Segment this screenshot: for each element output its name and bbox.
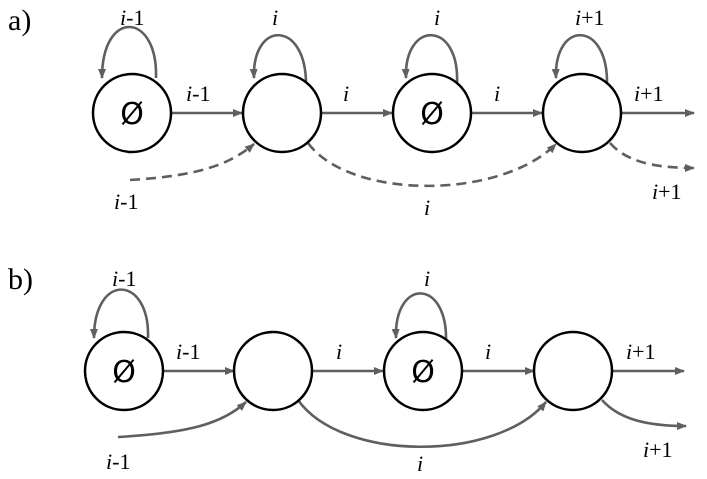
panel-b-skip-label-2: i xyxy=(417,451,423,476)
panel-a-forward-label-4: i+1 xyxy=(634,81,664,106)
panel-b-loop-2 xyxy=(391,292,448,343)
panel-b-skip-label-3: i+1 xyxy=(643,437,673,462)
panel-b-forward-label-2: i xyxy=(336,339,342,364)
panel-b-skip-2 xyxy=(296,399,547,449)
panel-b-loop-label-2: i xyxy=(424,266,430,291)
panel-a-label: a) xyxy=(8,4,31,37)
panel-a-loop-label-1: i-1 xyxy=(120,5,144,30)
panel-a-loop-4 xyxy=(551,33,609,85)
panel-a-node-1: Ø xyxy=(91,72,173,154)
panel-a-forward-label-1: i-1 xyxy=(186,81,210,106)
panel-a-loop-2 xyxy=(249,33,308,85)
panel-b-node-3: Ø xyxy=(382,330,464,412)
panel-a-skip-3 xyxy=(609,142,695,172)
panel-b-forward-label-3: i xyxy=(485,339,491,364)
panel-b-node-1: Ø xyxy=(83,330,165,412)
panel-a-skip-label-1: i-1 xyxy=(114,189,138,214)
panel-a-node-2 xyxy=(241,72,323,154)
panel-b-forward-label-4: i+1 xyxy=(626,339,656,364)
panel-a-loop-3 xyxy=(401,33,459,85)
panel-b-skip-1 xyxy=(117,401,247,439)
panel-b: b) Ø Ø i-1 i i-1 i xyxy=(8,263,687,476)
panel-a-node-4 xyxy=(541,72,623,154)
empty-set-symbol: Ø xyxy=(120,97,144,132)
panel-b-loop-label-1: i-1 xyxy=(112,266,136,291)
empty-set-symbol: Ø xyxy=(420,97,444,132)
panel-a-forward-label-3: i xyxy=(494,81,500,106)
panel-b-skip-3 xyxy=(601,399,687,430)
panel-b-label: b) xyxy=(8,263,33,296)
panel-a-loop-1 xyxy=(98,25,158,79)
panel-a-skip-2 xyxy=(306,142,557,188)
panel-b-skip-label-1: i-1 xyxy=(106,449,130,474)
panel-b-loop-1 xyxy=(90,288,150,339)
panel-a-loop-label-4: i+1 xyxy=(575,5,605,30)
panel-a: a) Ø Ø i-1 i i i+1 xyxy=(8,4,695,220)
panel-a-skip-label-3: i+1 xyxy=(652,179,682,204)
panel-a-loop-label-2: i xyxy=(272,5,278,30)
panel-a-node-3: Ø xyxy=(391,72,473,154)
empty-set-symbol: Ø xyxy=(112,355,136,390)
panel-b-node-2 xyxy=(232,330,314,412)
panel-a-loop-label-3: i xyxy=(434,5,440,30)
panel-b-node-4 xyxy=(532,330,614,412)
empty-set-symbol: Ø xyxy=(411,355,435,390)
panel-a-skip-1 xyxy=(129,143,255,182)
panel-a-skip-label-2: i xyxy=(424,195,430,220)
panel-b-forward-label-1: i-1 xyxy=(176,339,200,364)
panel-a-forward-label-2: i xyxy=(343,81,349,106)
